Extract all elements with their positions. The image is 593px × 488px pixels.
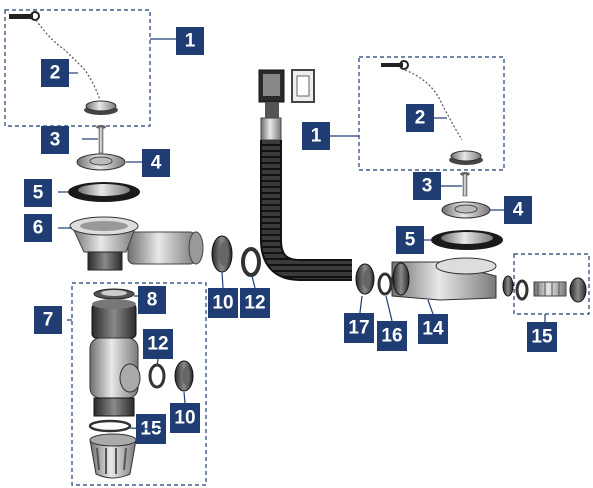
callout-r4: 4 [504,196,532,224]
callout-label: 1 [311,126,322,147]
callout-label: 7 [43,310,54,331]
callout-label: 1 [185,31,196,52]
callout-l3: 3 [41,126,69,154]
right-hose-adapter [515,277,587,303]
callout-l6: 6 [24,214,52,242]
callout-l8: 8 [138,286,166,314]
callout-r14: 14 [418,314,448,344]
right-nut-17 [355,263,375,295]
callout-r15: 15 [527,322,557,352]
left-nut-10 [211,235,233,273]
right-overflow-head [258,69,315,118]
callout-l1: 1 [176,27,204,55]
callout-label: 10 [174,408,195,429]
callout-l4: 4 [142,149,170,177]
left-chain-stopper [9,11,118,115]
right-grate [441,201,504,219]
callout-l10b: 10 [170,403,200,433]
callout-label: 12 [147,334,168,355]
left-assembly [4,9,261,486]
callout-l10a: 10 [208,288,238,318]
right-outlet-body [391,257,514,315]
left-outlet-body [58,216,204,271]
right-assembly [258,56,590,322]
callouts: 1 2 3 4 5 6 7 8 10 12 12 10 15 1 2 3 4 5… [24,27,557,444]
left-gasket [58,182,140,202]
left-grate [76,153,142,171]
left-trap-group-outline [71,282,207,486]
callout-label: 6 [33,218,44,239]
callout-label: 8 [147,290,158,311]
left-plug-group-outline [4,9,151,127]
right-ring-16 [377,272,393,296]
left-nut-10b [174,360,194,392]
callout-l5: 5 [24,179,52,207]
left-bolt [82,125,106,154]
left-ring-12b [148,363,166,389]
callout-label: 3 [50,130,61,151]
callout-r3: 3 [413,172,441,200]
callout-r5: 5 [396,226,424,254]
callout-label: 10 [212,293,233,314]
right-bolt [441,172,470,197]
callout-label: 12 [244,293,265,314]
callout-label: 5 [405,230,416,251]
right-corrugated-hose [260,117,352,281]
left-bottle-trap [89,299,141,417]
callout-r16: 16 [377,321,407,351]
callout-label: 3 [422,176,433,197]
callout-label: 2 [50,63,61,84]
callout-label: 4 [513,200,524,221]
left-bottom-cap [89,433,137,479]
callout-label: 16 [381,326,402,347]
callout-label: 17 [348,318,369,339]
right-chain-stopper [381,60,483,165]
callout-l7: 7 [34,306,62,334]
callout-label: 14 [422,319,444,340]
right-hose-adapter-outline [513,253,590,315]
left-ring-12 [241,247,261,277]
left-washer-8 [93,288,138,300]
callout-label: 2 [415,108,426,129]
callout-label: 4 [151,153,162,174]
callout-label: 5 [33,183,44,204]
callout-l2: 2 [41,59,69,87]
callout-r2: 2 [406,104,434,132]
callout-label: 15 [531,327,553,348]
right-plug-group-outline [358,56,505,171]
right-gasket [424,230,503,250]
callout-l12b: 12 [143,329,173,359]
callout-r1: 1 [302,122,330,150]
callout-l12a: 12 [240,288,270,318]
left-seal-15 [88,419,132,433]
